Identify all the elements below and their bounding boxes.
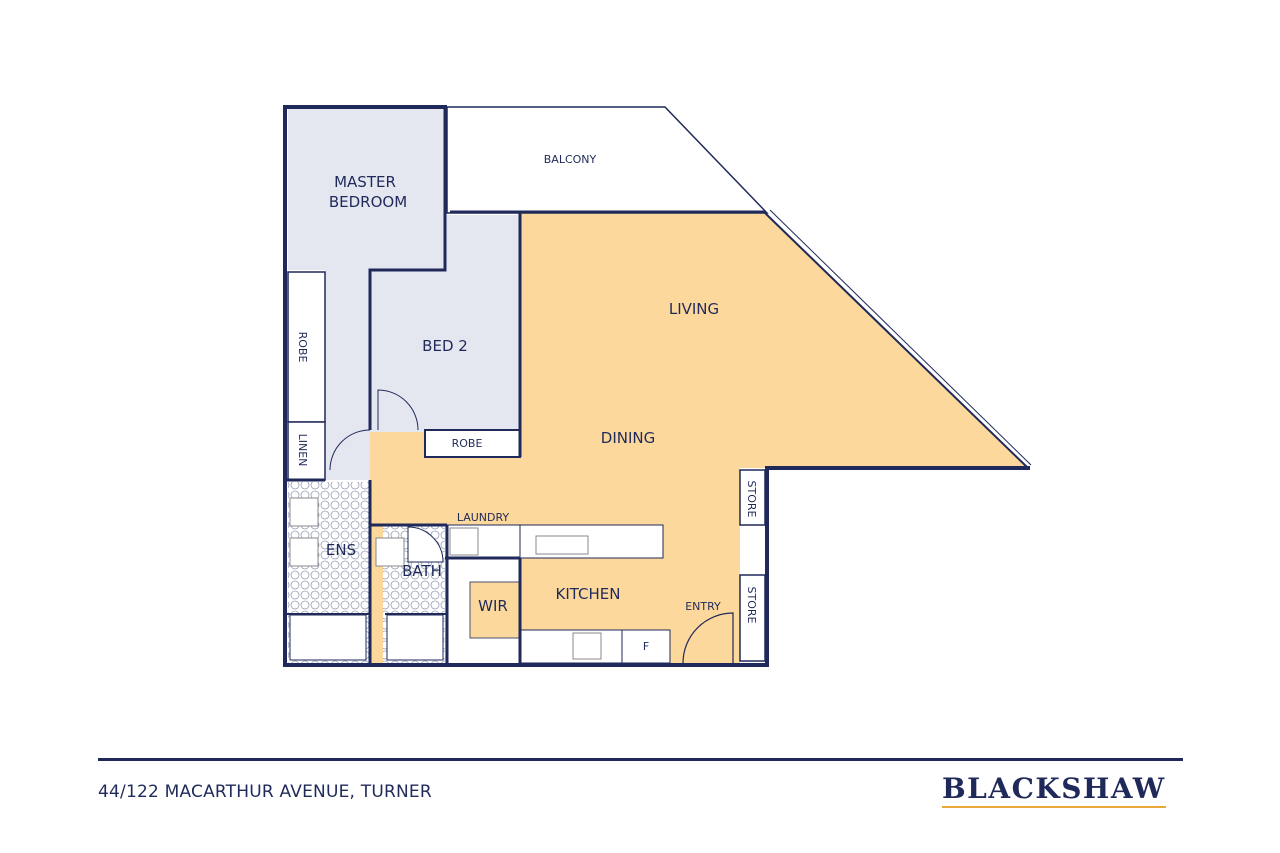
label-entry: ENTRY xyxy=(685,600,721,613)
label-master-2: BEDROOM xyxy=(329,193,407,211)
door-bath[interactable] xyxy=(407,526,444,563)
footer-divider xyxy=(98,758,1183,761)
label-ens: ENS xyxy=(326,541,356,559)
label-store-2: STORE xyxy=(745,587,758,624)
label-dining: DINING xyxy=(601,429,655,447)
label-living: LIVING xyxy=(669,300,719,318)
door-ensuite[interactable] xyxy=(329,429,371,471)
label-wir: WIR xyxy=(478,597,508,615)
label-robe-master: ROBE xyxy=(296,332,309,363)
bath-shower xyxy=(386,614,444,661)
label-laundry: LAUNDRY xyxy=(457,511,510,524)
label-robe-bed2: ROBE xyxy=(452,437,483,450)
door-bed2[interactable] xyxy=(377,389,419,431)
label-linen: LINEN xyxy=(296,434,309,467)
wir-area xyxy=(469,581,521,639)
label-master-1: MASTER xyxy=(334,173,396,191)
label-bed2: BED 2 xyxy=(422,337,468,355)
label-bath: BATH xyxy=(402,562,442,580)
robe-bed2 xyxy=(424,429,521,458)
balcony-area xyxy=(446,106,769,214)
robe-master xyxy=(287,271,326,423)
label-store-1: STORE xyxy=(745,481,758,518)
ensuite-shower xyxy=(289,614,367,661)
linen-cupboard xyxy=(287,421,326,481)
label-balcony: BALCONY xyxy=(544,153,597,166)
walls xyxy=(283,105,1032,667)
property-address: 44/122 MACARTHUR AVENUE, TURNER xyxy=(98,782,432,802)
door-entry[interactable] xyxy=(682,612,734,664)
master-bedroom-area xyxy=(288,109,445,480)
label-kitchen: KITCHEN xyxy=(556,585,621,603)
label-fridge: F xyxy=(643,640,649,653)
store-2 xyxy=(739,574,766,662)
brand-logo: BLACKSHAW xyxy=(942,772,1166,808)
